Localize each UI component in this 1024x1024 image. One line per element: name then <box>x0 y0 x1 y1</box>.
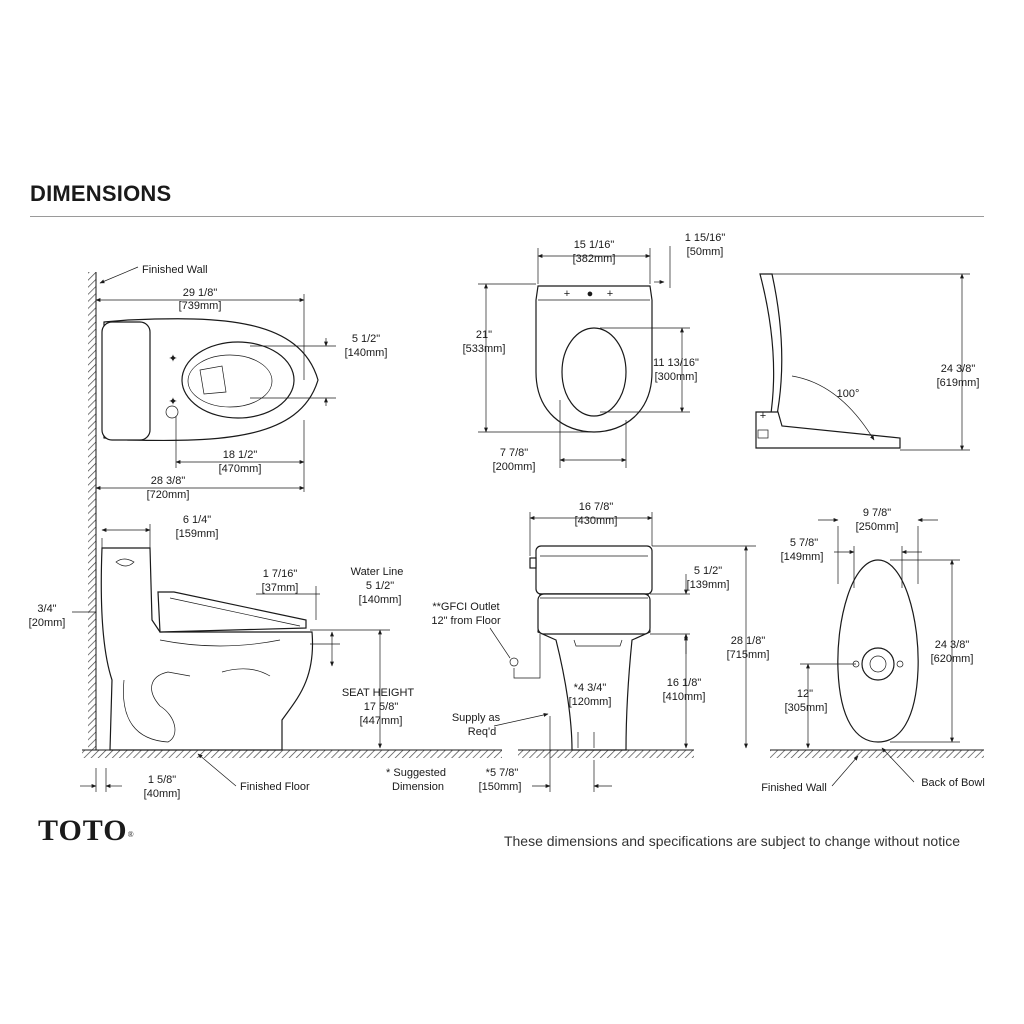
dim-floor-offset-mm: [40mm] <box>144 788 181 800</box>
dim-supply-height: *5 7/8" <box>486 767 519 779</box>
water-line-label: Water Line <box>351 566 404 578</box>
seat-open-angle: 100° <box>837 388 860 400</box>
dim-bowl-width-mm: [140mm] <box>345 347 388 359</box>
back-of-bowl-label: Back of Bowl <box>921 777 985 789</box>
gfci-outlet-height: 12" from Floor <box>431 615 501 627</box>
svg-text:+: + <box>607 288 613 300</box>
dim-overall-length: 29 1/8" <box>183 287 218 299</box>
gfci-outlet-label: **GFCI Outlet <box>432 601 499 613</box>
dim-rim-height: 16 1/8" <box>667 677 702 689</box>
suggested-note-dimension: Dimension <box>392 781 444 793</box>
dim-floor-offset: 1 5/8" <box>148 774 176 786</box>
dim-seat-height-mm: [447mm] <box>360 715 403 727</box>
seat-opening <box>561 327 627 417</box>
toilet-side-view: 6 1/4" [159mm] 1 7/16" [37mm] Water Line… <box>29 514 502 800</box>
drain-outlet <box>861 647 895 681</box>
bottom-finished-wall-label: Finished Wall <box>761 782 827 794</box>
supply-label: Supply as <box>452 712 501 724</box>
dim-base-length-mm: [720mm] <box>147 489 190 501</box>
suggested-note: * Suggested <box>386 767 446 779</box>
dim-seat-front: 7 7/8" <box>500 447 528 459</box>
washlet-seat-side <box>157 591 307 633</box>
dim-bottom-outer-width-mm: [250mm] <box>856 521 899 533</box>
dim-bowl-length: 18 1/2" <box>223 449 258 461</box>
brand-logo: TOTO® <box>38 814 135 847</box>
dim-seat-length-mm: [533mm] <box>463 343 506 355</box>
dim-bowl-width: 5 1/2" <box>352 333 380 345</box>
dim-seat-side-height: 24 3/8" <box>941 363 976 375</box>
dim-front-width: 16 7/8" <box>579 501 614 513</box>
dim-seat-side-height-mm: [619mm] <box>937 377 980 389</box>
dim-water-line: 5 1/2" <box>366 580 394 592</box>
dim-base-length: 28 3/8" <box>151 475 186 487</box>
dim-seat-thickness: 5 1/2" <box>694 565 722 577</box>
seat-side-view: + 100° 24 3/8" [619mm] <box>755 273 980 451</box>
dim-seat-front-mm: [200mm] <box>493 461 536 473</box>
dim-bottom-length-mm: [620mm] <box>931 653 974 665</box>
dim-overall-height: 28 1/8" <box>731 635 766 647</box>
floor-hatch <box>82 750 502 758</box>
svg-text:✦: ✦ <box>168 396 177 408</box>
svg-text:+: + <box>760 410 766 422</box>
tank-outline <box>101 321 151 441</box>
dim-seat-thickness-mm: [139mm] <box>687 579 730 591</box>
dim-front-width-mm: [430mm] <box>575 515 618 527</box>
dim-rough-in-mm: [305mm] <box>785 702 828 714</box>
toilet-bottom-view: 9 7/8" [250mm] 5 7/8" [149mm] 24 3/8" [6… <box>761 507 985 794</box>
supply-label-req: Req'd <box>468 726 496 738</box>
disclaimer-text: These dimensions and specifications are … <box>503 833 960 849</box>
dim-tank-depth: 6 1/4" <box>183 514 211 526</box>
dim-rough-in: 12" <box>797 688 813 700</box>
dim-tank-depth-mm: [159mm] <box>176 528 219 540</box>
dim-seat-width: 15 1/16" <box>574 239 615 251</box>
svg-text:+: + <box>564 288 570 300</box>
dim-supply-center-mm: [120mm] <box>569 696 612 708</box>
toilet-front-view: 16 7/8" [430mm] 5 1/2" [139mm] 28 1/8" [… <box>386 501 769 793</box>
dim-bottom-inner-width: 5 7/8" <box>790 537 818 549</box>
dim-seat-offset: 1 7/16" <box>263 568 298 580</box>
front-seat <box>537 593 651 635</box>
dim-seat-rear: 1 15/16" <box>685 232 726 244</box>
dim-overall-length-mm: [739mm] <box>179 300 222 312</box>
seat-height-label: SEAT HEIGHT <box>342 687 415 699</box>
bowl-outline <box>181 341 295 419</box>
front-tank <box>535 545 653 595</box>
finished-wall-hatch <box>88 272 96 750</box>
svg-text:●: ● <box>587 288 594 300</box>
dim-bowl-length-mm: [470mm] <box>219 463 262 475</box>
dim-water-line-mm: [140mm] <box>359 594 402 606</box>
title-divider <box>30 216 984 217</box>
dim-bottom-outer-width: 9 7/8" <box>863 507 891 519</box>
seat-top-view: + ● + 15 1/16" [382mm] 1 15/16" [50mm] 2… <box>463 232 726 473</box>
dim-seat-opening-mm: [300mm] <box>655 371 698 383</box>
dim-supply-center: *4 3/4" <box>574 682 607 694</box>
dim-seat-offset-mm: [37mm] <box>262 582 299 594</box>
finished-floor-label: Finished Floor <box>240 781 310 793</box>
finished-wall-label: Finished Wall <box>142 264 208 276</box>
dim-overall-height-mm: [715mm] <box>727 649 770 661</box>
dim-seat-opening: 11 13/16" <box>653 357 699 369</box>
dim-seat-height: 17 5/8" <box>364 701 399 713</box>
dim-wall-gap-mm: [20mm] <box>29 617 66 629</box>
dim-bottom-length: 24 3/8" <box>935 639 970 651</box>
dim-seat-width-mm: [382mm] <box>573 253 616 265</box>
dim-wall-gap: 3/4" <box>37 603 56 615</box>
page-title: DIMENSIONS <box>30 181 172 206</box>
dim-rim-height-mm: [410mm] <box>663 691 706 703</box>
dim-seat-rear-mm: [50mm] <box>687 246 724 258</box>
dim-bottom-inner-width-mm: [149mm] <box>781 551 824 563</box>
toilet-top-view: ✦ ✦ Finished Wall 29 1/8" [739mm] 5 1/2"… <box>88 264 387 750</box>
dim-supply-height-mm: [150mm] <box>479 781 522 793</box>
svg-text:✦: ✦ <box>168 353 177 365</box>
dim-seat-length: 21" <box>476 329 492 341</box>
